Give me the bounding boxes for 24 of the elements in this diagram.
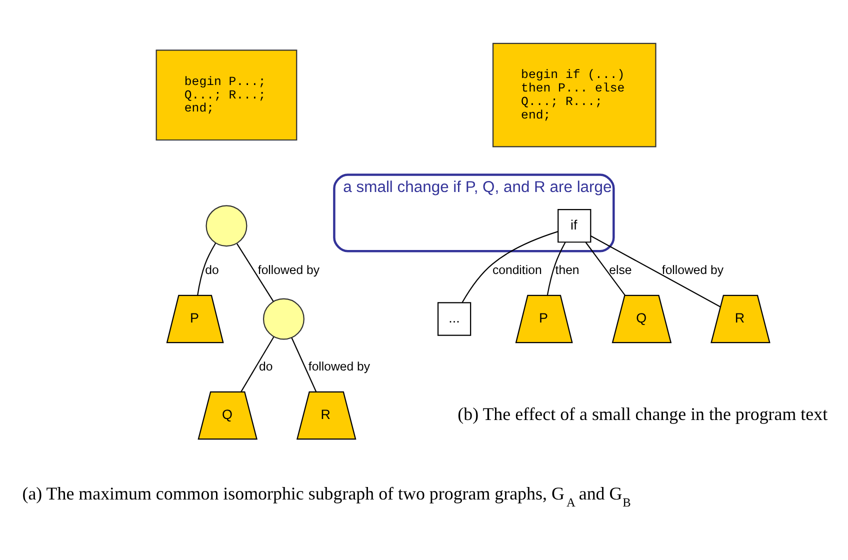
edge-label: followed by [258,262,320,277]
node-box: ... [437,302,472,336]
edge-label: followed by [662,262,724,277]
edge-label: then [555,262,580,277]
connector [197,242,216,296]
connector [585,242,626,296]
edge-label: else [609,262,632,277]
connector [462,231,558,303]
edge-label: condition [492,262,542,277]
connector [240,336,274,392]
connector [590,236,721,308]
node-box: if [558,209,592,243]
edge-label: followed by [308,359,370,374]
node-circle [206,205,248,247]
node-box: begin P...; Q...; R...; end; [156,50,298,141]
node-box: begin if (...) then P... else Q...; R...; end; [492,42,656,148]
connector [546,242,566,296]
node-circle [262,298,304,340]
label: (a) The maximum common isomorphic subgraph of two program graphs, G$_{A}$ and G$_{B}$ [22,483,631,510]
edge-label: do [205,262,219,277]
connector [236,243,274,302]
label: (b) The effect of a small change in the program text [458,404,828,424]
edge-label: do [259,359,273,374]
connector [291,338,317,392]
